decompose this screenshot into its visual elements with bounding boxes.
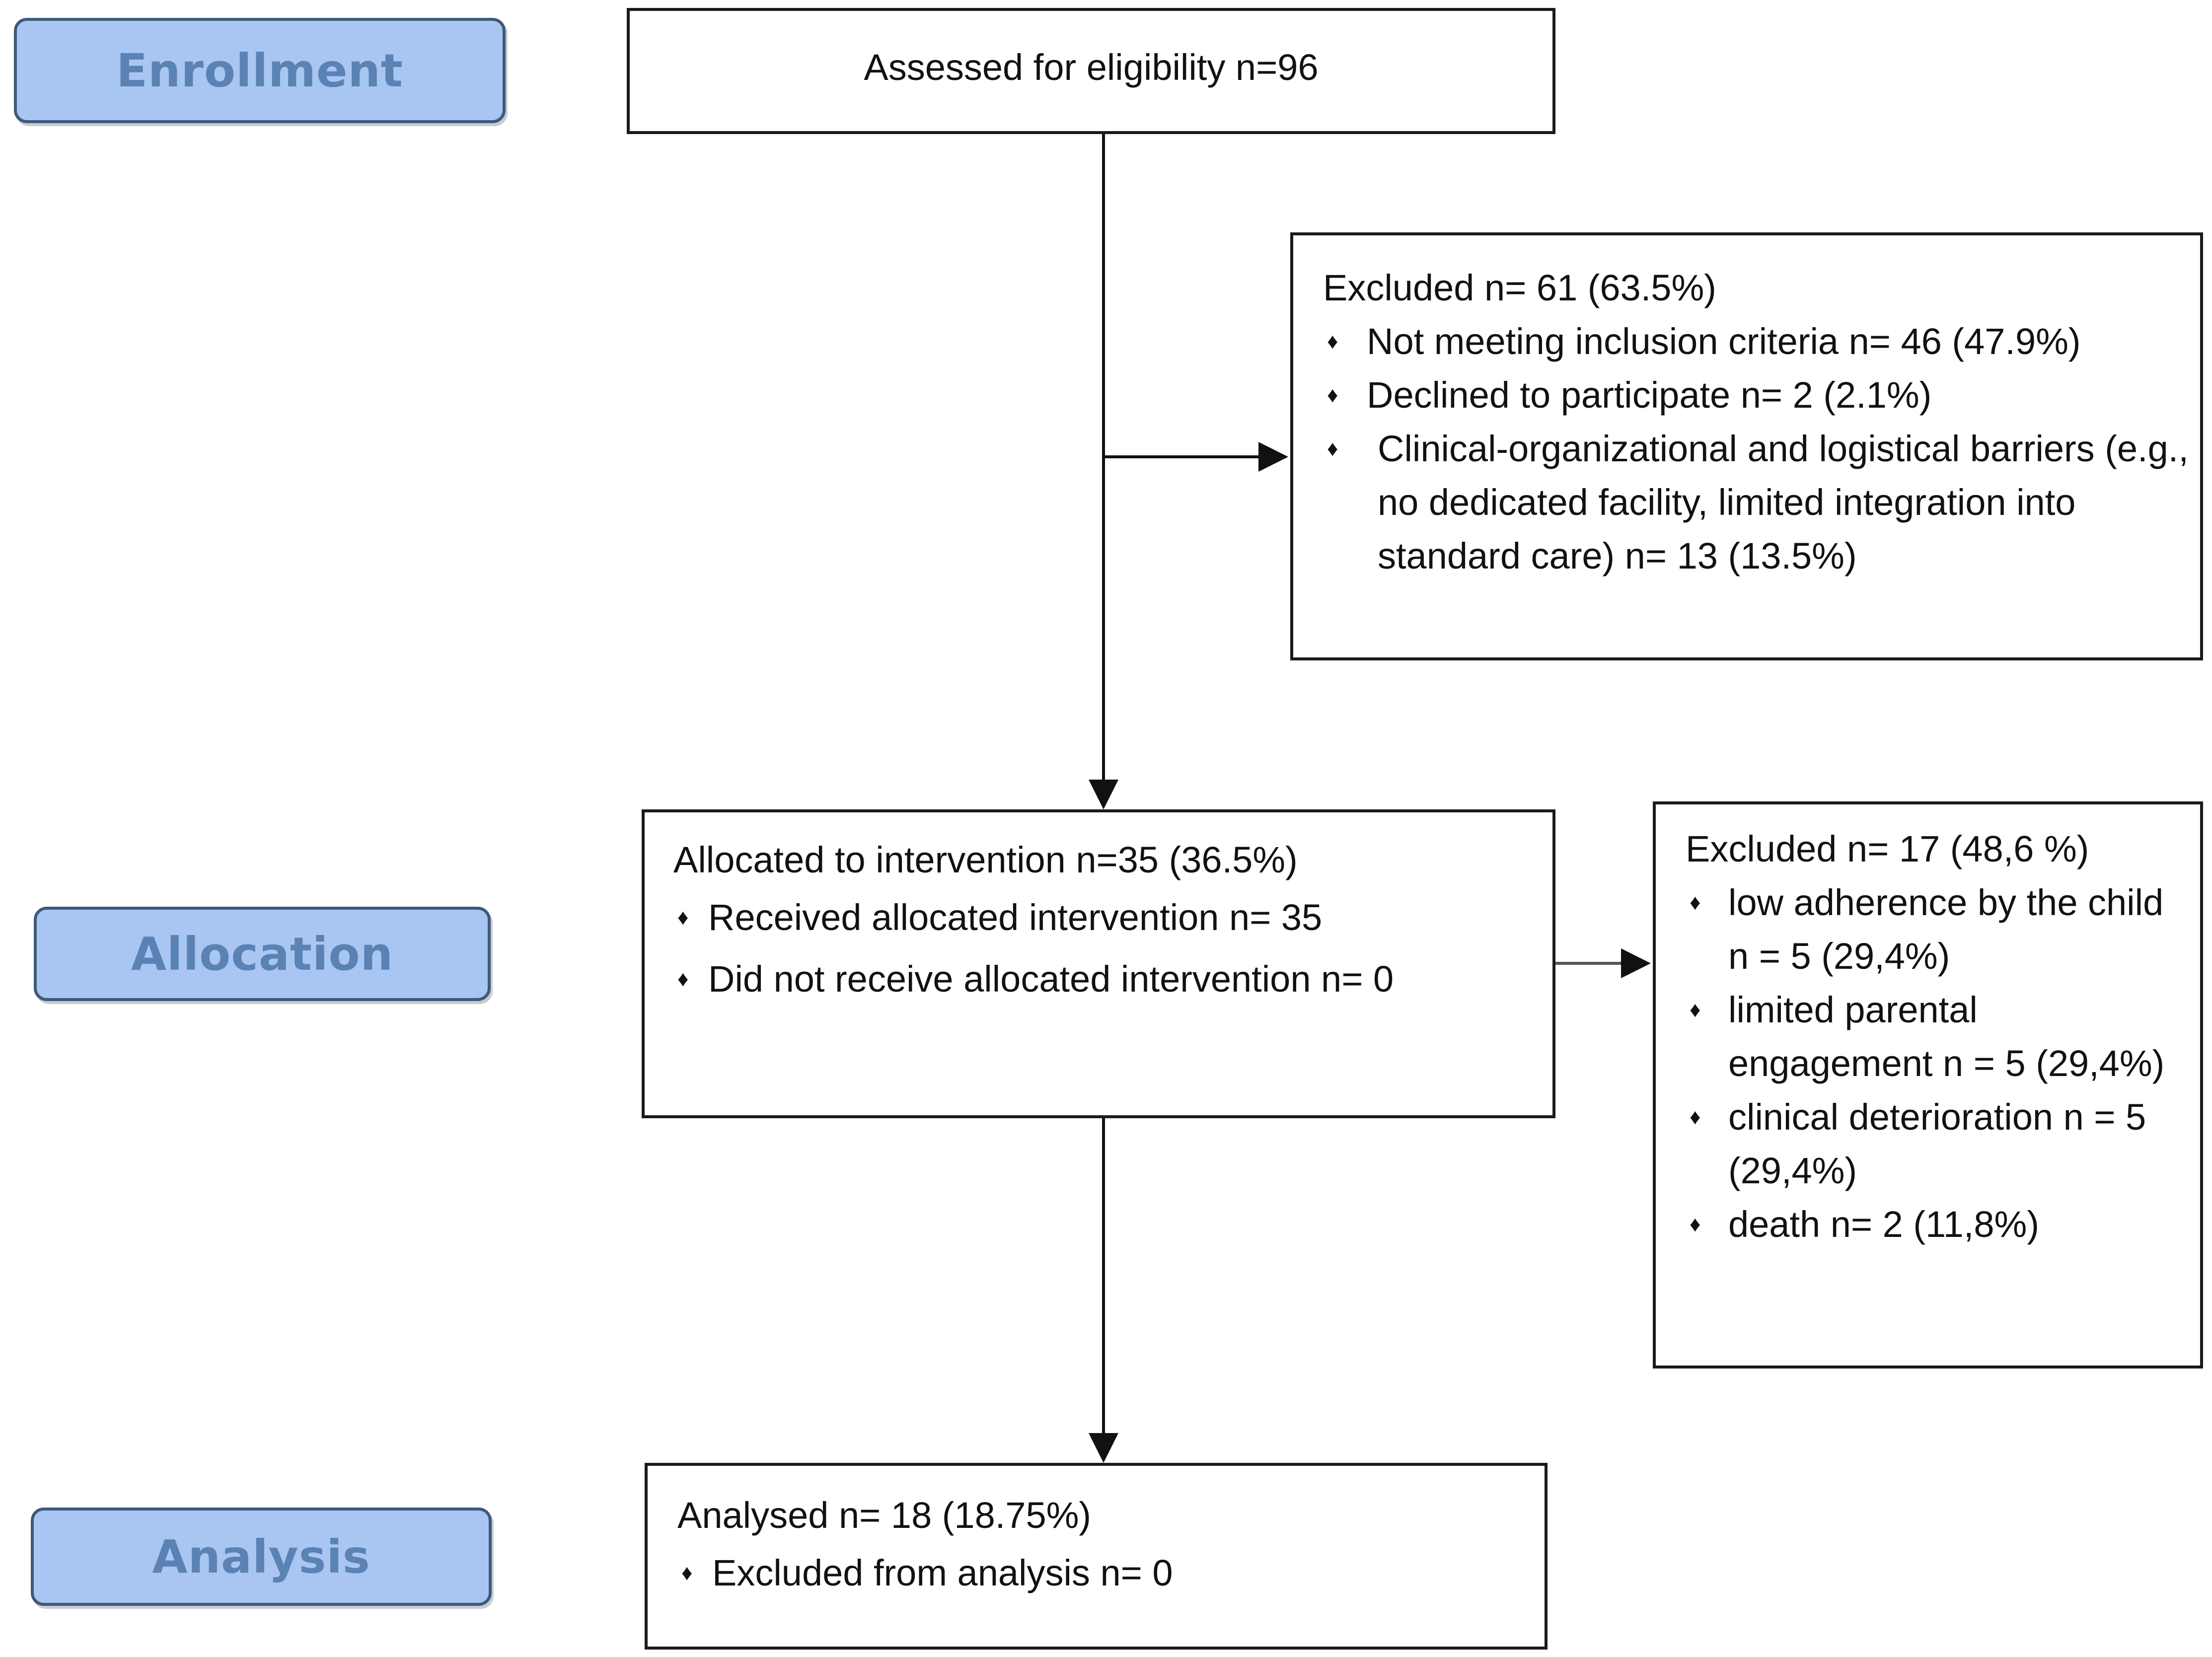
- analysed-list: ♦ Excluded from analysis n= 0: [677, 1546, 1535, 1600]
- assessed-text: Assessed for eligibility n=96: [864, 47, 1319, 88]
- list-item-text: Did not receive allocated intervention n…: [708, 958, 1394, 1000]
- list-item: ♦ Not meeting inclusion criteria n= 46 (…: [1323, 315, 2190, 368]
- excluded-enrollment-box: Excluded n= 61 (63.5%) ♦ Not meeting inc…: [1290, 232, 2203, 660]
- allocated-title: Allocated to intervention n=35 (36.5%): [673, 839, 1298, 880]
- list-item-text: Declined to participate n= 2 (2.1%): [1367, 374, 1932, 416]
- list-item-text: Clinical-organizational and logistical b…: [1378, 428, 2189, 576]
- diamond-bullet-icon: ♦: [1690, 1212, 1701, 1236]
- diamond-bullet-icon: ♦: [677, 967, 689, 991]
- list-item-text: Not meeting inclusion criteria n= 46 (47…: [1367, 321, 2081, 362]
- list-item: ♦ clinical deterioration n = 5 (29,4%): [1686, 1090, 2190, 1198]
- list-item-text: Excluded from analysis n= 0: [712, 1552, 1173, 1593]
- list-item: ♦ death n= 2 (11,8%): [1686, 1198, 2190, 1251]
- diamond-bullet-icon: ♦: [677, 905, 689, 930]
- analysed-box: Analysed n= 18 (18.75%) ♦ Excluded from …: [645, 1463, 1548, 1650]
- allocated-box: Allocated to intervention n=35 (36.5%) ♦…: [642, 809, 1555, 1118]
- diamond-bullet-icon: ♦: [1690, 998, 1701, 1022]
- excluded-enrollment-title: Excluded n= 61 (63.5%): [1323, 267, 1716, 308]
- diamond-bullet-icon: ♦: [1690, 1105, 1701, 1129]
- assessed-box: Assessed for eligibility n=96: [627, 8, 1555, 134]
- list-item-text: limited parental engagement n = 5 (29,4%…: [1728, 989, 2165, 1084]
- diamond-bullet-icon: ♦: [1327, 329, 1338, 354]
- excluded-allocation-box: Excluded n= 17 (48,6 %) ♦ low adherence …: [1653, 801, 2203, 1369]
- diamond-bullet-icon: ♦: [1690, 890, 1701, 915]
- list-item: ♦ Received allocated intervention n= 35: [673, 891, 1543, 944]
- list-item: ♦ low adherence by the child n = 5 (29,4…: [1686, 876, 2190, 983]
- stage-label-enrollment: Enrollment: [14, 18, 506, 123]
- stage-label-analysis: Analysis: [31, 1508, 492, 1606]
- analysed-title: Analysed n= 18 (18.75%): [677, 1495, 1092, 1536]
- list-item: ♦ limited parental engagement n = 5 (29,…: [1686, 983, 2190, 1090]
- excluded-allocation-list: ♦ low adherence by the child n = 5 (29,4…: [1686, 876, 2190, 1251]
- list-item: ♦ Declined to participate n= 2 (2.1%): [1323, 368, 2190, 422]
- stage-label-text: Enrollment: [116, 44, 403, 97]
- list-item-text: Received allocated intervention n= 35: [708, 897, 1323, 938]
- stage-label-text: Analysis: [152, 1530, 370, 1584]
- diamond-bullet-icon: ♦: [681, 1561, 693, 1585]
- list-item-text: clinical deterioration n = 5 (29,4%): [1728, 1096, 2146, 1191]
- list-item-text: death n= 2 (11,8%): [1728, 1204, 2040, 1245]
- diamond-bullet-icon: ♦: [1327, 383, 1338, 407]
- excluded-allocation-title: Excluded n= 17 (48,6 %): [1686, 828, 2089, 869]
- list-item: ♦ Clinical-organizational and logistical…: [1323, 422, 2190, 583]
- excluded-enrollment-list: ♦ Not meeting inclusion criteria n= 46 (…: [1323, 315, 2190, 583]
- list-item: ♦ Excluded from analysis n= 0: [677, 1546, 1535, 1600]
- diamond-bullet-icon: ♦: [1327, 436, 1338, 461]
- stage-label-text: Allocation: [131, 927, 394, 981]
- list-item-text: low adherence by the child n = 5 (29,4%): [1728, 882, 2164, 977]
- list-item: ♦ Did not receive allocated intervention…: [673, 952, 1543, 1006]
- allocated-list: ♦ Received allocated intervention n= 35 …: [673, 891, 1543, 1006]
- stage-label-allocation: Allocation: [34, 907, 491, 1001]
